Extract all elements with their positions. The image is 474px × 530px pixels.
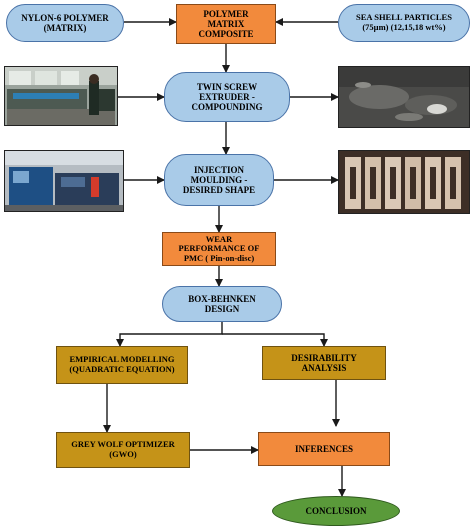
conclusion-label: CONCLUSION — [305, 505, 367, 516]
grey-wolf-optimizer-label: GREY WOLF OPTIMIZER (GWO) — [71, 439, 175, 459]
edge-bbd-branch — [116, 322, 223, 347]
sea-shell-particles-node: SEA SHELL PARTICLES (75µm) (12,15,18 wt%… — [338, 4, 470, 42]
nylon-polymer-node: NYLON-6 POLYMER (MATRIX) — [6, 4, 124, 42]
injection-moulding-label: INJECTION MOULDING - DESIRED SHAPE — [182, 164, 256, 196]
empirical-modelling-label: EMPIRICAL MODELLING (QUADRATIC EQUATION) — [69, 354, 175, 374]
sea-shell-particles-label: SEA SHELL PARTICLES (75µm) (12,15,18 wt%… — [356, 12, 452, 32]
empirical-modelling-node: EMPIRICAL MODELLING (QUADRATIC EQUATION) — [56, 346, 188, 384]
extruder-lab-photo — [4, 66, 118, 126]
conclusion-node: CONCLUSION — [272, 496, 400, 526]
inferences-node: INFERENCES — [258, 432, 390, 466]
box-behnken-design-node: BOX-BEHNKEN DESIGN — [162, 286, 282, 322]
grey-wolf-optimizer-node: GREY WOLF OPTIMIZER (GWO) — [56, 432, 190, 468]
box-behnken-design-label: BOX-BEHNKEN DESIGN — [188, 293, 256, 314]
injection-machine-photo — [4, 150, 124, 212]
wear-performance-label: WEAR PERFORMANCE OF PMC ( Pin-on-disc) — [178, 233, 260, 263]
twin-screw-extruder-label: TWIN SCREW EXTRUDER - COMPOUNDING — [191, 81, 263, 113]
compounded-material-photo — [338, 66, 470, 128]
moulded-specimens-photo — [338, 150, 470, 214]
polymer-matrix-composite-node: POLYMER MATRIX COMPOSITE — [176, 4, 276, 44]
edge-bbd-to-desirability — [222, 333, 328, 347]
nylon-polymer-label: NYLON-6 POLYMER (MATRIX) — [21, 12, 109, 33]
inferences-label: INFERENCES — [294, 443, 353, 454]
desirability-analysis-node: DESIRABILITY ANALYSIS — [262, 346, 386, 380]
desirability-analysis-label: DESIRABILITY ANALYSIS — [291, 352, 357, 373]
twin-screw-extruder-node: TWIN SCREW EXTRUDER - COMPOUNDING — [164, 72, 290, 122]
injection-moulding-node: INJECTION MOULDING - DESIRED SHAPE — [164, 154, 274, 206]
polymer-matrix-composite-label: POLYMER MATRIX COMPOSITE — [198, 8, 254, 40]
wear-performance-node: WEAR PERFORMANCE OF PMC ( Pin-on-disc) — [162, 232, 276, 266]
